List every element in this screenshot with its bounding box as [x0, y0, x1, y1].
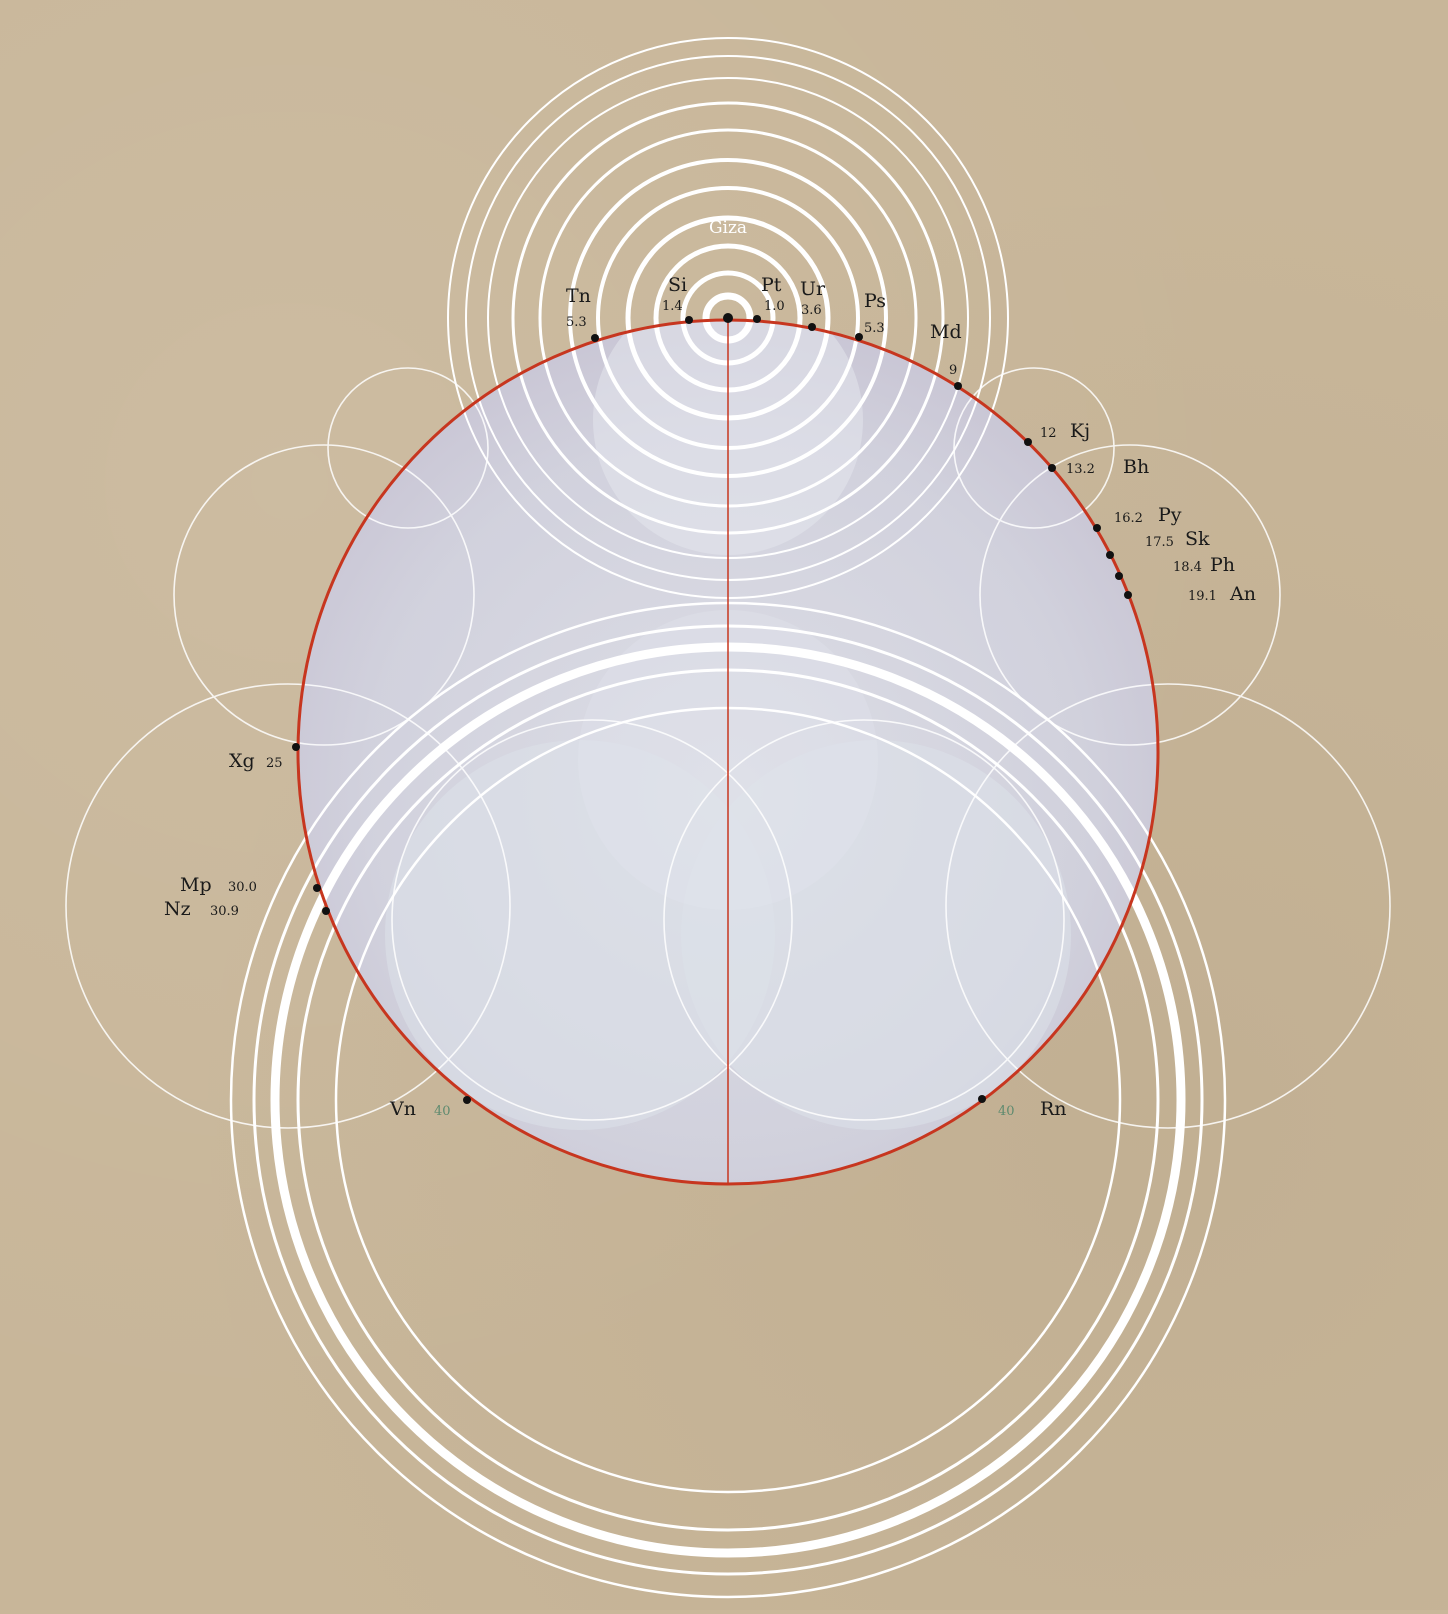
site-label-si: Si [668, 274, 687, 296]
site-value-rn: 40 [998, 1104, 1015, 1119]
site-label-kj: Kj [1070, 420, 1090, 442]
site-dot-bh [1048, 464, 1056, 472]
site-value-ps: 5.3 [864, 321, 885, 336]
site-dot-ur [808, 323, 816, 331]
site-value-nz: 30.9 [210, 904, 239, 919]
site-label-sk: Sk [1185, 528, 1210, 550]
site-label-py: Py [1158, 504, 1182, 526]
site-value-sk: 17.5 [1145, 535, 1174, 550]
site-label-ur: Ur [800, 278, 826, 300]
site-dot-mp [313, 884, 321, 892]
site-value-si: 1.4 [662, 299, 683, 314]
site-dot-nz [322, 907, 330, 915]
site-dot-si [685, 316, 693, 324]
site-value-xg: 25 [266, 756, 283, 771]
site-dot-md [954, 382, 962, 390]
site-dot-rn [978, 1095, 986, 1103]
site-dot-kj [1024, 438, 1032, 446]
site-dot-sk [1106, 551, 1114, 559]
site-label-bh: Bh [1123, 456, 1149, 478]
site-label-pt: Pt [761, 274, 782, 296]
site-value-ur: 3.6 [801, 303, 822, 318]
site-label-rn: Rn [1040, 1098, 1067, 1120]
site-label-ps: Ps [864, 290, 886, 312]
site-dot-py [1093, 524, 1101, 532]
site-value-md: 9 [949, 363, 957, 378]
site-value-ph: 18.4 [1173, 560, 1202, 575]
site-value-kj: 12 [1040, 426, 1057, 441]
giza-label: Giza [709, 218, 747, 238]
site-label-tn: Tn [566, 285, 591, 307]
site-label-ph: Ph [1210, 554, 1235, 576]
site-value-bh: 13.2 [1066, 462, 1095, 477]
site-label-xg: Xg [229, 750, 255, 772]
site-value-vn: 40 [434, 1104, 451, 1119]
site-dot-ps [855, 333, 863, 341]
site-dot-ph [1115, 572, 1123, 580]
site-dot-xg [292, 743, 300, 751]
site-dot-pt [753, 315, 761, 323]
site-label-md: Md [930, 321, 962, 343]
site-label-nz: Nz [164, 898, 191, 920]
site-value-pt: 1.0 [764, 299, 785, 314]
giza-dot [723, 313, 733, 323]
site-value-mp: 30.0 [228, 880, 257, 895]
site-dot-vn [463, 1096, 471, 1104]
site-label-an: An [1229, 583, 1256, 605]
site-label-vn: Vn [389, 1098, 416, 1120]
site-dot-an [1124, 591, 1132, 599]
site-dot-tn [591, 334, 599, 342]
site-label-mp: Mp [180, 874, 212, 896]
site-value-an: 19.1 [1188, 589, 1217, 604]
site-value-py: 16.2 [1114, 511, 1143, 526]
site-value-tn: 5.3 [566, 315, 587, 330]
